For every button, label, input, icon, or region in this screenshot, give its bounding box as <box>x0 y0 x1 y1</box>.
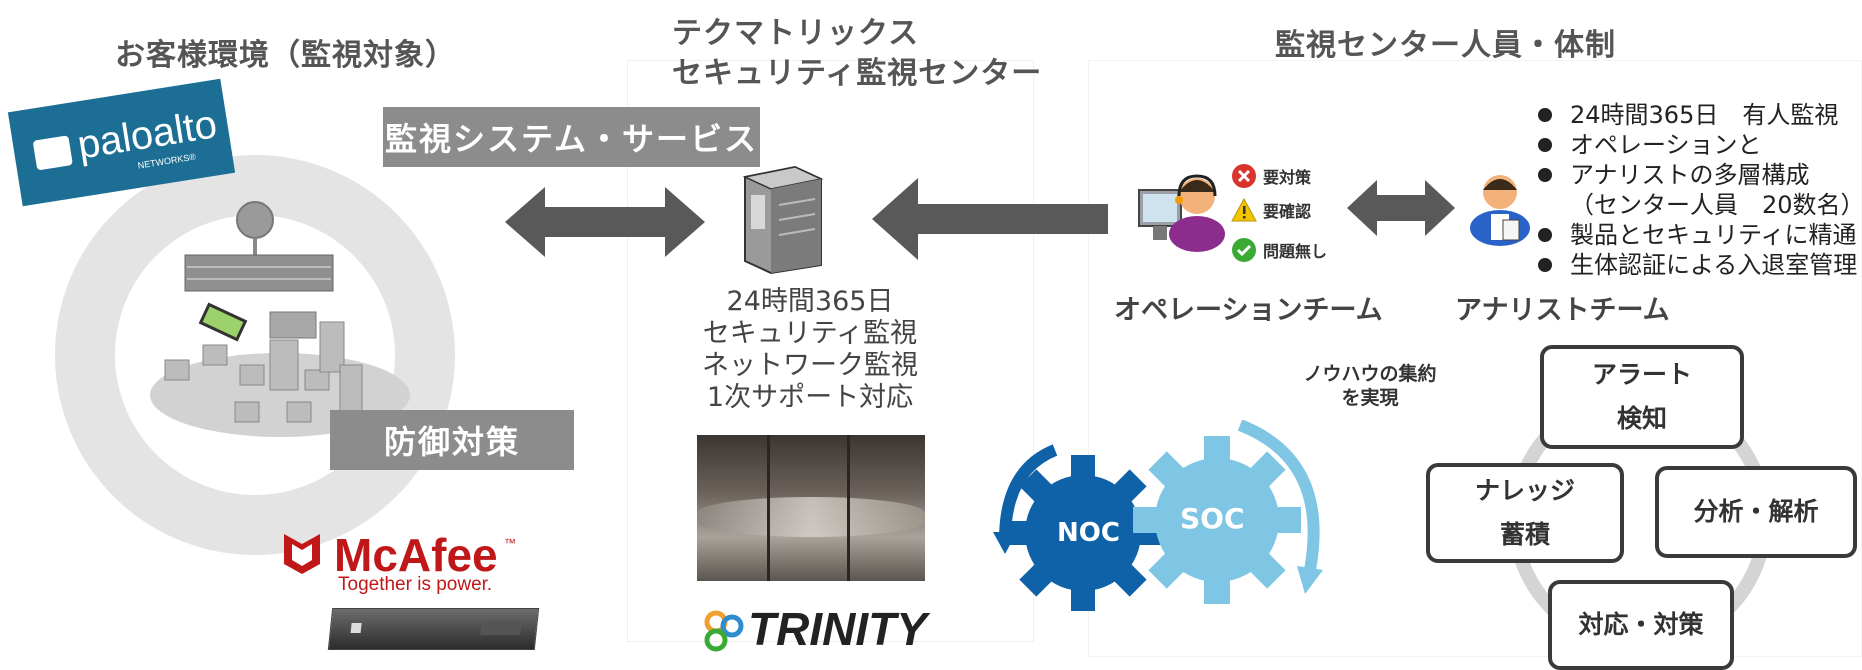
double-arrow-teams <box>1347 180 1455 236</box>
analyst-team-label: アナリストチーム <box>1455 295 1670 326</box>
cycle-analysis-box: 分析・解析 <box>1655 466 1857 558</box>
operator-icon <box>1138 174 1225 252</box>
error-x-icon <box>1232 164 1256 188</box>
service-line: セキュリティ監視 <box>702 318 918 349</box>
status-item-ok: 問題無し <box>1231 237 1327 263</box>
cycle-response-box: 対応・対策 <box>1548 580 1734 670</box>
service-line: 24時間365日 <box>726 286 894 317</box>
operation-team-label: オペレーションチーム <box>1114 295 1383 326</box>
status-item-action: 要対策 <box>1231 163 1311 189</box>
arrow-to-server <box>872 178 1108 260</box>
soc-label: SOC <box>1180 502 1245 535</box>
analyst-icon <box>1470 175 1530 246</box>
monitoring-room-photo <box>697 435 925 581</box>
noc-soc-gears <box>993 420 1323 611</box>
soc-rotate-arrow-icon <box>1237 420 1320 572</box>
server-icon <box>742 165 824 275</box>
status-item-check: 要確認 <box>1231 197 1311 223</box>
client-pcs-icon <box>164 321 363 423</box>
background-ring <box>55 155 455 555</box>
mcafee-tagline: Together is power. <box>338 574 493 595</box>
cycle-alert-box: アラート 検知 <box>1540 345 1744 449</box>
check-circle-icon <box>1232 238 1256 262</box>
trinity-name: TRINITY <box>748 603 927 655</box>
router-icon <box>236 201 274 239</box>
trinity-logo: TRINITY <box>700 602 940 658</box>
switch-stack-icon <box>184 254 334 292</box>
double-arrow-left <box>505 187 705 257</box>
staff-point: 24時間365日 有人監視 <box>1538 100 1862 130</box>
warning-triangle-icon <box>1231 197 1257 222</box>
staff-point: （センター人員 20数名） <box>1570 191 1862 219</box>
bullet-dot <box>1538 258 1552 272</box>
defense-label: 防御対策 <box>330 410 574 470</box>
staff-point: 生体認証による入退室管理 <box>1538 250 1862 280</box>
trinity-mark-icon <box>704 610 744 652</box>
staff-title: 監視センター人員・体制 <box>1275 28 1616 63</box>
paloalto-mark-icon <box>32 135 73 171</box>
bullet-dot <box>1538 108 1552 122</box>
service-line: ネットワーク監視 <box>702 350 918 381</box>
staff-point: 製品とセキュリティに精通 <box>1538 220 1862 250</box>
center-title-line2: セキュリティ監視センター <box>672 56 1043 91</box>
monitoring-system-label: 監視システム・サービス <box>383 107 760 167</box>
staff-point: アナリストの多層構成 <box>1538 160 1862 190</box>
customer-network-illustration <box>55 155 455 555</box>
staff-points-list: 24時間365日 有人監視 オペレーションと アナリストの多層構成 （センター人… <box>1538 100 1862 280</box>
box-switch-icon <box>269 311 317 339</box>
bullet-dot <box>1538 168 1552 182</box>
mcafee-shield-icon <box>284 534 320 574</box>
knowhow-text: ノウハウの集約 を実現 <box>1303 363 1437 409</box>
center-service-list: 24時間365日 セキュリティ監視 ネットワーク監視 1次サポート対応 <box>660 286 960 414</box>
bullet-dot <box>1538 228 1552 242</box>
mcafee-tm: ™ <box>504 536 516 550</box>
mcafee-name: McAfee <box>334 529 498 581</box>
noc-label: NOC <box>1057 518 1120 548</box>
device-icon <box>198 302 248 342</box>
staff-point: オペレーションと <box>1538 130 1862 160</box>
status-label: 要対策 <box>1263 168 1312 187</box>
cycle-knowledge-box: ナレッジ 蓄積 <box>1426 463 1624 563</box>
appliance-image <box>327 608 540 650</box>
status-label: 要確認 <box>1263 202 1312 221</box>
center-title-line1: テクマトリックス <box>672 16 920 51</box>
soc-gear-icon <box>1133 436 1301 604</box>
service-line: 1次サポート対応 <box>706 382 914 413</box>
customer-title: お客様環境（監視対象） <box>115 38 456 73</box>
bullet-dot <box>1538 138 1552 152</box>
status-label: 問題無し <box>1263 242 1328 261</box>
